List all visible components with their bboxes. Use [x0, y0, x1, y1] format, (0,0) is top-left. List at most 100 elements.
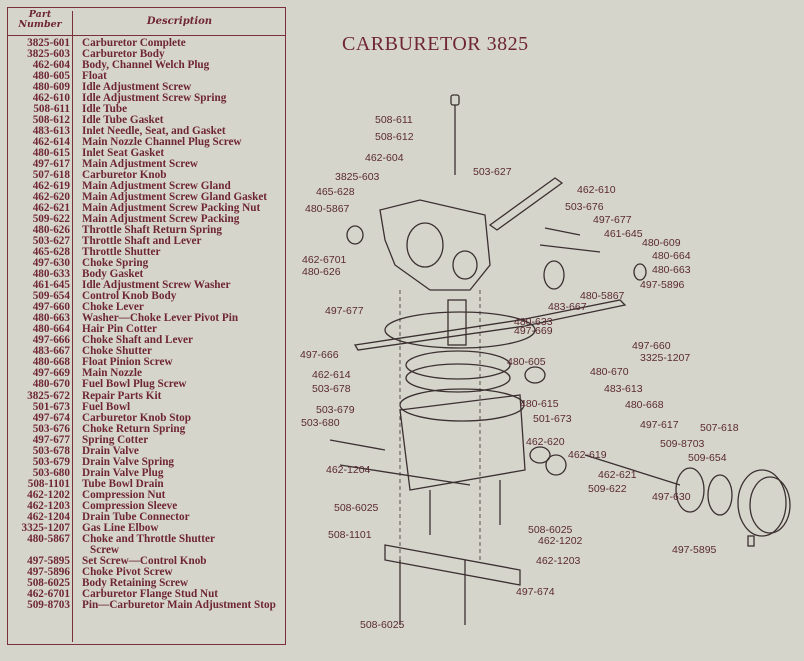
part-description: Throttle Shaft and Lever [70, 236, 201, 247]
callout-label: 508-6025 [360, 619, 405, 631]
idle-tube [450, 94, 460, 106]
description-text: Fuel Bowl [82, 400, 131, 413]
callout-label: 462-1202 [538, 535, 583, 547]
part-description: Choke Pivot Screw [70, 566, 173, 578]
part-number: 483-667 [32, 345, 70, 358]
callout-label: 503-678 [312, 383, 351, 395]
description-text: Choke Return Spring [82, 422, 186, 435]
part-number: 497-5896 [27, 565, 70, 578]
part-number: 508-6025 [27, 576, 70, 589]
callout-label: 503-680 [301, 417, 340, 429]
fuel-bowl [399, 394, 526, 491]
description-text: Compression Nut [82, 488, 166, 501]
description-text: Pin—Carburetor Main Adjustment Stop [82, 598, 276, 611]
part-number: 462-1203 [27, 499, 70, 512]
part-number: 480-605 [32, 70, 70, 83]
part-number: 480-615 [32, 147, 70, 160]
callout-label: 3825-603 [335, 171, 380, 183]
part-description: Choke Shaft and Lever [70, 335, 193, 346]
description-text: Main Adjustment Screw Gland [82, 180, 231, 193]
description-text: Throttle Shutter [82, 246, 161, 259]
description-text: Choke Shutter [82, 345, 152, 358]
callout-label: 480-664 [652, 250, 691, 262]
table-row: 462-619 Main Adjustment Screw Gland [8, 181, 285, 192]
table-header: Part Number Description [8, 8, 285, 36]
part-number: 462-619 [32, 180, 70, 193]
description-text: Main Adjustment Screw Packing Nut [82, 202, 261, 215]
part-description: Main Adjustment Screw Gland [70, 181, 231, 192]
part-number: 497-5895 [27, 554, 70, 567]
callout-label: 480-668 [625, 399, 664, 411]
callout-label: 501-673 [533, 413, 572, 425]
part-description: Compression Sleeve [70, 500, 177, 512]
description-text: Throttle Shaft and Lever [82, 235, 202, 248]
part-description: Hair Pin Cotter [70, 324, 157, 335]
callout-label: 462-6701 [302, 254, 347, 266]
part-number: 480-609 [32, 81, 70, 94]
callout-label: 480-633 [514, 316, 553, 328]
part-number: 462-6701 [27, 587, 70, 600]
part-description: Tube Bowl Drain [70, 478, 164, 490]
part-number: 497-677 [32, 433, 70, 446]
part-description: Drain Valve [70, 444, 139, 457]
description-text: Body, Channel Welch Plug [82, 59, 210, 72]
description-text: Drain Valve [82, 444, 139, 457]
part-number: 462-604 [32, 59, 70, 72]
description-text: Body Gasket [82, 268, 144, 281]
part-number: 3825-603 [27, 48, 70, 61]
callout-label: 508-611 [375, 114, 413, 126]
callout-label: 503-676 [565, 201, 604, 213]
description-text: Choke Spring [82, 257, 149, 270]
callout-label: 507-618 [700, 422, 739, 434]
description-text: Idle Adjustment Screw [82, 81, 192, 94]
exploded-diagram [329, 94, 791, 625]
part-number: 501-673 [32, 400, 70, 413]
callout-label: 462-614 [312, 369, 351, 381]
part-number: 507-618 [32, 169, 70, 182]
part-number: 3325-1207 [21, 521, 70, 534]
body-gasket [384, 311, 536, 349]
part-description: Spring Cotter [70, 433, 149, 446]
callout-label: 480-605 [507, 356, 546, 368]
description-text: Carburetor Knob Stop [82, 411, 191, 424]
part-description: Pin—Carburetor Main Adjustment Stop [70, 598, 276, 611]
part-description: Float Pinion Screw [70, 357, 173, 368]
callout-label: 480-5867 [580, 290, 625, 302]
part-description: Inlet Needle, Seat, and Gasket [70, 126, 226, 137]
header-part-line: Part [28, 9, 52, 20]
description-text: Repair Parts Kit [82, 389, 162, 402]
callout-label: 497-617 [640, 419, 679, 431]
knob-stop [384, 544, 521, 586]
part-description: Idle Adjustment Screw Washer [70, 280, 230, 291]
page-title: CARBURETOR 3825 [342, 33, 529, 55]
description-text: Main Adjustment Screw Gland Gasket [82, 191, 268, 204]
description-text: Carburetor Flange Stud Nut [82, 587, 219, 600]
description-text: Idle Tube Gasket [82, 114, 164, 127]
callout-label: 480-626 [302, 266, 341, 278]
part-number: 3825-601 [27, 37, 70, 49]
part-description: Compression Nut [70, 488, 166, 501]
callout-label: 503-679 [316, 404, 355, 416]
part-number: 483-613 [32, 125, 70, 138]
description-text: Spring Cotter [82, 433, 149, 446]
part-number: 509-8703 [27, 598, 70, 611]
part-description: Carburetor Complete [70, 37, 186, 49]
callout-label: 462-620 [526, 436, 565, 448]
callout-label: 462-621 [598, 469, 637, 481]
part-description: Choke Spring [70, 258, 148, 269]
